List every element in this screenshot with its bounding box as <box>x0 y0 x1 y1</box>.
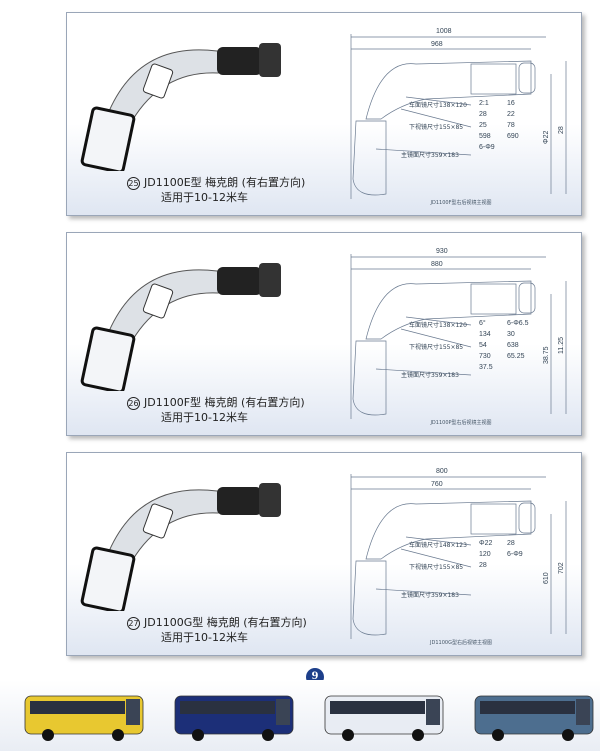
dim-detail: 78 <box>507 122 515 129</box>
dim-width: 760 <box>431 481 443 488</box>
dimension-drawing: 1008 968 28 Φ22 车面镜尺寸138×120 下视镜尺寸155×85… <box>341 19 581 211</box>
product-brand: 梅克朗 <box>206 616 240 629</box>
bus-photo <box>24 695 144 741</box>
dim-width: 968 <box>431 41 443 48</box>
dim-detail: 16 <box>507 100 515 107</box>
label-upper-mirror: 车面镜尺寸148×123 <box>409 541 467 549</box>
product-fit: 适用于10-12米车 <box>161 631 248 644</box>
label-upper-mirror: 车面镜尺寸138×120 <box>409 321 467 329</box>
dim-detail: 28 <box>507 540 515 547</box>
dim-overall-width: 1008 <box>436 28 452 35</box>
dim-detail: 54 <box>479 342 487 349</box>
dim-width: 880 <box>431 261 443 268</box>
dim-detail: 598 <box>479 133 491 140</box>
dim-overall-width: 800 <box>436 468 448 475</box>
dim-detail: 6° <box>479 319 486 327</box>
product-model: JD1100F型 <box>144 396 202 409</box>
dim-height: 702 <box>558 562 565 574</box>
label-upper-mirror: 车面镜尺寸138×120 <box>409 101 467 109</box>
dim-detail: 30 <box>507 331 515 338</box>
product-number: 27 <box>127 617 140 630</box>
product-caption: 27 JD1100G型 梅克朗 (有右置方向) 适用于10-12米车 <box>127 615 337 645</box>
dim-detail: 6-Φ6.5 <box>507 320 529 327</box>
bus-photo-strip <box>0 680 600 751</box>
product-panel: 27 JD1100G型 梅克朗 (有右置方向) 适用于10-12米车 800 76… <box>66 452 582 656</box>
dim-detail: 2:1 <box>479 100 489 107</box>
drawing-caption: JD1100G型右后视镜主视图 <box>430 640 492 646</box>
bus-photo <box>324 695 444 741</box>
dim-detail: 28 <box>479 562 487 569</box>
dim-detail: 37.5 <box>479 364 493 371</box>
dim-detail: 6-Φ9 <box>507 551 523 558</box>
label-down-mirror: 下视镜尺寸155×85 <box>409 123 463 131</box>
dim-detail: 690 <box>507 133 519 140</box>
product-fit: 适用于10-12米车 <box>161 191 248 204</box>
label-down-mirror: 下视镜尺寸155×85 <box>409 563 463 571</box>
bus-photo <box>174 695 294 741</box>
product-caption: 26 JD1100F型 梅克朗 (有右置方向) 适用于10-12米车 <box>127 395 337 425</box>
bus-photo <box>474 695 594 741</box>
dim-height: 11.25 <box>558 337 565 354</box>
product-number: 25 <box>127 177 140 190</box>
dimension-drawing: 930 880 11.25 38.75 车面镜尺寸138×120 下视镜尺寸15… <box>341 239 581 431</box>
dim-detail: 28 <box>479 111 487 118</box>
label-main-mirror: 主镜面尺寸359×183 <box>401 151 459 159</box>
dim-detail: 120 <box>479 551 491 558</box>
product-note: (有右置方向) <box>241 176 306 189</box>
drawing-caption: JD1100P型右后视镜主视图 <box>430 420 492 426</box>
product-brand: 梅克朗 <box>204 396 238 409</box>
dim-detail: 65.25 <box>507 353 525 360</box>
dim-mount-height: 610 <box>543 572 550 584</box>
dim-mount-height: 38.75 <box>543 346 550 364</box>
dim-detail: 22 <box>507 111 515 118</box>
dim-detail: Φ22 <box>479 540 492 547</box>
product-fit: 适用于10-12米车 <box>161 411 248 424</box>
drawing-caption: JD1100F型右后视镜主视图 <box>430 200 492 206</box>
product-number: 26 <box>127 397 140 410</box>
dim-detail: 25 <box>479 122 487 129</box>
label-down-mirror: 下视镜尺寸155×85 <box>409 343 463 351</box>
product-panel: 26 JD1100F型 梅克朗 (有右置方向) 适用于10-12米车 930 88… <box>66 232 582 436</box>
mirror-photo <box>77 241 287 394</box>
dim-overall-width: 930 <box>436 248 448 255</box>
product-note: (有右置方向) <box>241 396 305 409</box>
dim-height: 28 <box>558 126 565 134</box>
label-main-mirror: 主镜面尺寸359×183 <box>401 591 459 599</box>
dim-detail: 6-Φ9 <box>479 144 495 151</box>
dim-detail: 730 <box>479 353 491 360</box>
dim-detail: 134 <box>479 331 491 338</box>
label-main-mirror: 主镜面尺寸359×183 <box>401 371 459 379</box>
product-note: (有右置方向) <box>243 616 307 629</box>
dim-detail: 638 <box>507 342 519 349</box>
product-model: JD1100E型 <box>144 176 202 189</box>
product-model: JD1100G型 <box>144 616 204 629</box>
product-caption: 25 JD1100E型 梅克朗 (有右置方向) 适用于10-12米车 <box>127 175 337 205</box>
product-brand: 梅克朗 <box>205 176 239 189</box>
dim-mount-height: Φ22 <box>543 131 550 144</box>
dimension-drawing: 800 760 702 610 车面镜尺寸148×123 下视镜尺寸155×85… <box>341 459 581 651</box>
mirror-photo <box>77 461 287 614</box>
mirror-photo <box>77 21 287 174</box>
